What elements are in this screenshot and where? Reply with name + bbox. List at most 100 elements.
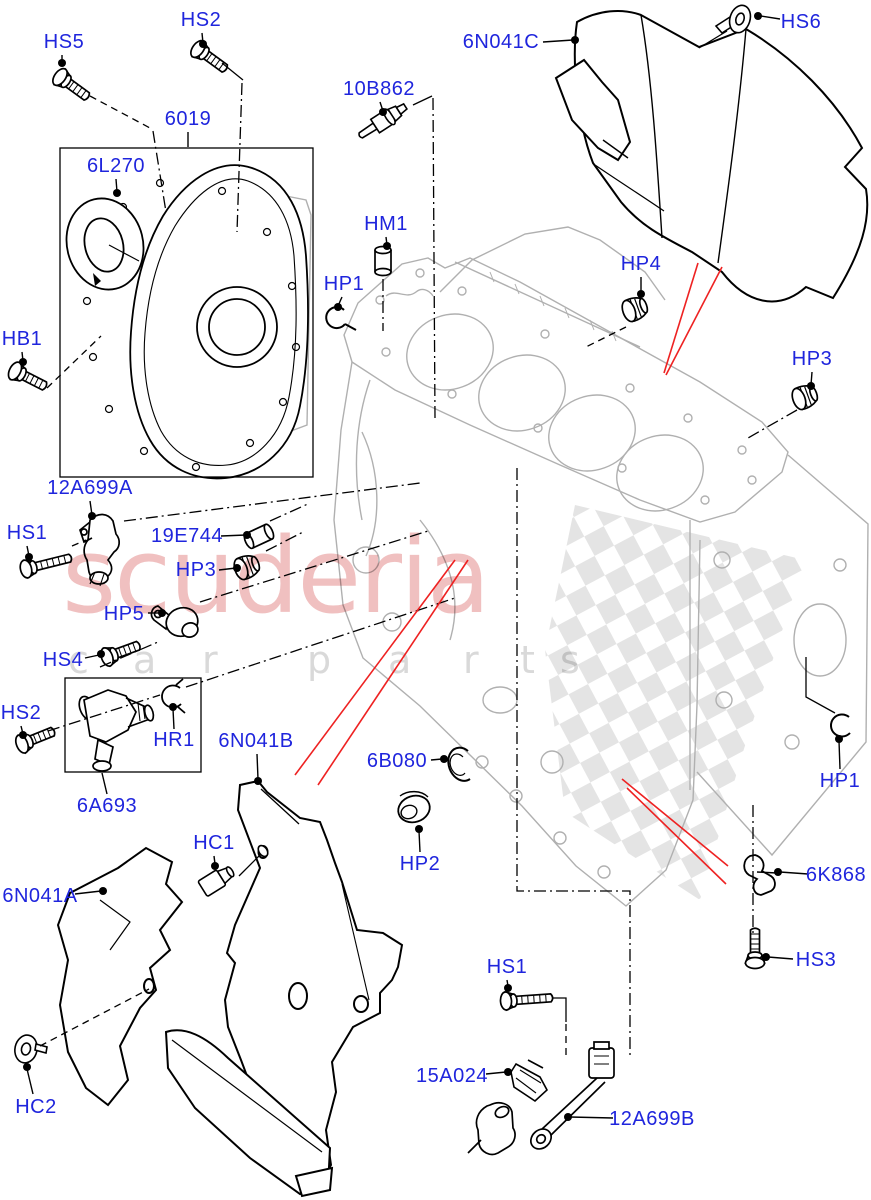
part-label-hs5[interactable]: HS5	[43, 31, 85, 53]
leader-dot-6n041a	[99, 887, 107, 895]
part-label-hp1-right[interactable]: HP1	[819, 770, 861, 792]
part-label-hm1[interactable]: HM1	[364, 213, 408, 235]
part-label-6n041a[interactable]: 6N041A	[2, 885, 78, 907]
part-label-6l270[interactable]: 6L270	[86, 155, 146, 177]
pointer-line	[46, 335, 102, 389]
part-label-6k868[interactable]: 6K868	[805, 864, 867, 886]
clip-6k868-art	[743, 854, 778, 896]
part-label-6n041c[interactable]: 6N041C	[462, 31, 540, 53]
part-label-hc2[interactable]: HC2	[15, 1096, 57, 1118]
seal-6b080-art	[447, 746, 471, 782]
part-label-hs1-left[interactable]: HS1	[6, 522, 48, 544]
watermark-brand-text: scuderia	[62, 515, 489, 637]
red-pointer-line	[665, 266, 723, 376]
red-pointer-line	[621, 778, 729, 867]
leader-dot-12a699a	[88, 512, 96, 520]
part-6a693-box	[64, 677, 202, 773]
part-label-hs2-low[interactable]: HS2	[0, 702, 42, 724]
leader-dot-hp2	[415, 825, 423, 833]
red-pointer-line	[663, 262, 699, 374]
watermark-sub-letter: a	[133, 638, 156, 682]
red-pointer-line	[626, 787, 727, 885]
timing-cover-6019-art	[65, 164, 309, 480]
pointer-line	[199, 530, 429, 603]
insulator-6n041c-art	[554, 10, 869, 303]
pin-hc2-art	[14, 1034, 48, 1064]
watermark-sub-letter: r	[463, 638, 479, 682]
pointer-line	[152, 130, 167, 213]
leader-line-6n041a	[74, 890, 102, 895]
leader-dot-hb1	[19, 358, 27, 366]
pointer-line	[516, 468, 631, 1057]
part-label-hs6[interactable]: HS6	[780, 11, 822, 33]
part-label-hp3-right[interactable]: HP3	[791, 348, 833, 370]
leader-dot-hs4	[97, 650, 105, 658]
insulator-6n041a-art	[56, 846, 334, 1198]
part-label-12a699a[interactable]: 12A699A	[47, 477, 133, 499]
leader-dot-hp3-mid	[233, 564, 241, 572]
pointer-line	[221, 62, 244, 81]
leader-dot-15a024	[504, 1068, 512, 1076]
pointer-line	[123, 482, 421, 522]
watermark-sub-letter: t	[520, 638, 535, 682]
pointer-line	[698, 30, 728, 49]
watermark-sub-letter: c	[68, 638, 89, 682]
leader-line-hs3	[767, 956, 794, 960]
pointer-line	[71, 539, 87, 547]
part-label-19e744[interactable]: 19E744	[151, 525, 223, 547]
part-label-hs2-top[interactable]: HS2	[180, 9, 222, 31]
leader-dot-hs5	[58, 59, 66, 67]
part-label-hp2[interactable]: HP2	[399, 853, 441, 875]
part-label-6a693[interactable]: 6A693	[76, 795, 138, 817]
leader-dot-19e744	[243, 531, 251, 539]
leader-line-hp1-right	[838, 740, 841, 770]
leader-dot-hp5	[158, 609, 166, 617]
leader-line-hs4	[84, 654, 100, 659]
leader-dot-6b080	[440, 755, 448, 763]
leader-dot-hs3	[762, 953, 770, 961]
part-label-hp5[interactable]: HP5	[103, 603, 145, 625]
leader-dot-hs6	[754, 12, 762, 20]
part-label-hr1[interactable]: HR1	[153, 729, 195, 751]
part-label-hp4[interactable]: HP4	[620, 253, 662, 275]
pointer-line	[265, 530, 306, 552]
leader-line-19e744	[220, 534, 247, 537]
part-label-6b080[interactable]: 6B080	[366, 750, 428, 772]
part-label-hs1-bot[interactable]: HS1	[486, 956, 528, 978]
leader-dot-hs2-low	[19, 731, 27, 739]
watermark-sub-letter: p	[307, 638, 331, 682]
part-label-hs4[interactable]: HS4	[42, 649, 84, 671]
pointer-line	[583, 326, 627, 349]
part-6019-box	[59, 147, 314, 478]
pointer-line	[39, 988, 150, 1047]
part-label-hs3[interactable]: HS3	[795, 949, 837, 971]
leader-dot-6n041c	[571, 36, 579, 44]
leader-line-hs6	[760, 15, 781, 20]
leader-dot-hp1-left	[334, 303, 342, 311]
part-label-hp1-left[interactable]: HP1	[323, 273, 365, 295]
leader-line-6k868	[779, 871, 809, 875]
leader-line-15a024	[485, 1071, 507, 1075]
part-label-6n041b[interactable]: 6N041B	[218, 730, 294, 752]
part-label-hc1[interactable]: HC1	[193, 832, 235, 854]
part-label-10b862[interactable]: 10B862	[343, 78, 415, 100]
leader-dot-hp3-right	[807, 382, 815, 390]
checkered-flag-pattern	[545, 505, 805, 900]
crank-seal-6l270-art	[65, 197, 145, 291]
leader-line-hr1	[172, 708, 175, 730]
leader-line-hc2	[26, 1068, 34, 1095]
part-label-12a699b[interactable]: 12A699B	[609, 1108, 695, 1130]
part-label-6019[interactable]: 6019	[164, 108, 212, 130]
engine-block-art	[282, 195, 869, 907]
part-label-hb1[interactable]: HB1	[1, 328, 43, 350]
leader-dot-6n041b	[254, 777, 262, 785]
oring-hp1-right-art	[830, 713, 851, 738]
part-label-15a024[interactable]: 15A024	[416, 1065, 488, 1087]
leader-dot-hr1	[169, 703, 177, 711]
part-label-hp3-mid[interactable]: HP3	[175, 559, 217, 581]
